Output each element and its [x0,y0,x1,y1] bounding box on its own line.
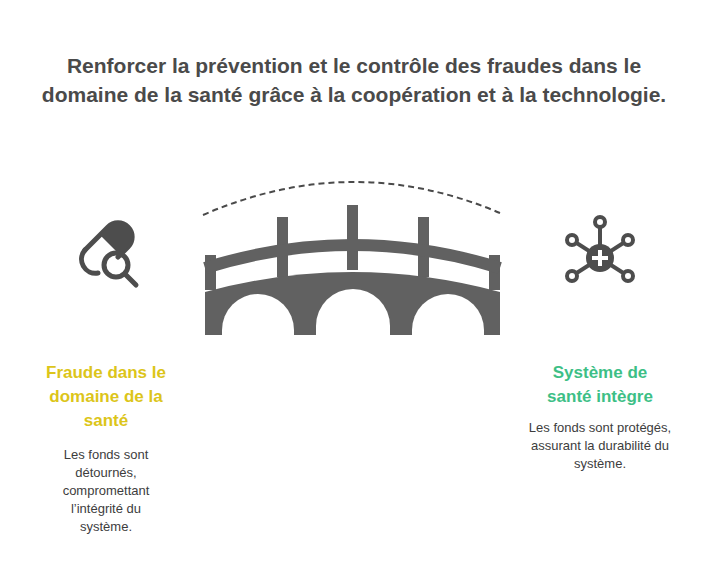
diagram-title: Renforcer la prévention et le contrôle d… [24,51,684,109]
problem-description: Les fonds sont détournés, compromettant … [47,446,165,536]
bridge [205,205,500,335]
pill-magnifier-icon [82,223,136,285]
solution-heading: Système de santé intègre [530,361,670,409]
problem-heading: Fraude dans le domaine de la santé [31,361,181,433]
solution-description: Les fonds sont protégés, assurant la dur… [525,419,675,473]
health-network-icon [567,217,633,281]
